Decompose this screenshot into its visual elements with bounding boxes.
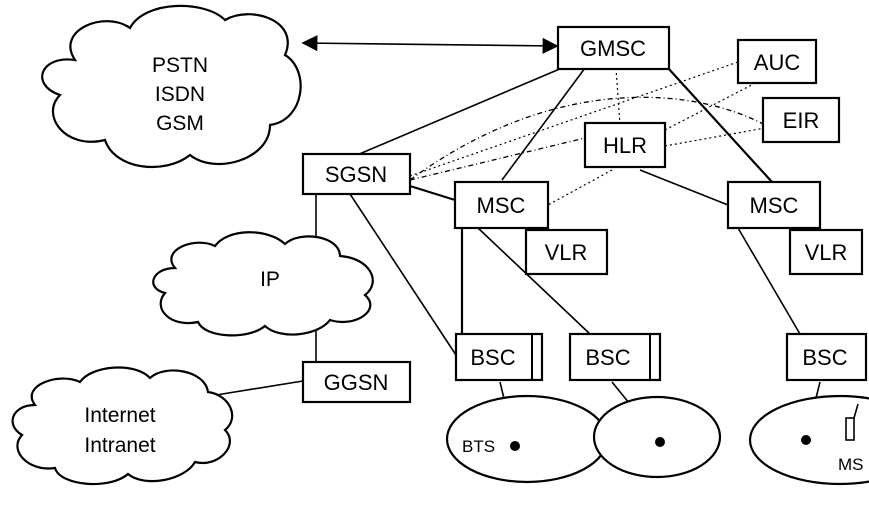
- msc1-label: MSC: [477, 193, 526, 218]
- bsc2-label: BSC: [585, 345, 630, 370]
- auc-node: AUC: [736, 38, 818, 85]
- hlr-eir-link: [664, 127, 766, 147]
- ip-cloud: IP: [152, 231, 374, 337]
- gmsc-msc1-link: [501, 67, 586, 181]
- bsc1-node: BSC: [454, 332, 544, 382]
- gmsc-label: GMSC: [580, 36, 646, 61]
- vlr2-node: VLR: [788, 228, 864, 276]
- ms-label: MS: [838, 455, 864, 474]
- gsm-label: GSM: [156, 112, 204, 135]
- ip-label: IP: [260, 268, 280, 291]
- pstn-cloud: PSTN ISDN GSM: [41, 4, 302, 169]
- eir-label: EIR: [783, 108, 820, 133]
- ggsn-internet-link: [209, 380, 304, 397]
- bts-label: BTS: [462, 437, 495, 456]
- bsc1-label: BSC: [470, 345, 515, 370]
- vlr1-node: VLR: [524, 228, 609, 276]
- eir-node: EIR: [761, 96, 841, 144]
- hlr-msc1-link: [547, 169, 613, 206]
- cell-bts: BTS: [445, 394, 609, 484]
- bsc3-label: BSC: [802, 345, 847, 370]
- sgsn-bsc1-link: [349, 193, 457, 356]
- msc2-bsc3-link: [737, 227, 801, 335]
- isdn-label: ISDN: [155, 83, 205, 106]
- internet-cloud: Internet Intranet: [11, 366, 234, 486]
- cell-2: [592, 395, 722, 479]
- sgsn-msc1-link: [409, 184, 456, 202]
- sgsn-hlr-link: [409, 137, 586, 181]
- msc1-bsc2-link: [477, 227, 591, 335]
- hlr-auc-link: [664, 77, 766, 131]
- auc-label: AUC: [754, 50, 801, 75]
- ggsn-label: GGSN: [324, 370, 389, 395]
- gmsc-node: GMSC: [556, 25, 671, 71]
- internet-label: Internet: [84, 404, 155, 427]
- bsc3-node: BSC: [785, 332, 868, 382]
- sgsn-node: SGSN: [301, 152, 412, 196]
- bsc2-node: BSC: [568, 332, 662, 382]
- pstn-gmsc-link: [301, 35, 559, 54]
- bts-dot-icon: [801, 435, 811, 445]
- bts-dot-icon: [655, 437, 665, 447]
- gmsc-msc2-link: [667, 67, 773, 183]
- hlr-msc2-link: [639, 169, 729, 206]
- antenna-icon: [853, 403, 859, 419]
- pstn-label: PSTN: [152, 54, 208, 77]
- intranet-label: Intranet: [84, 434, 155, 457]
- hlr-label: HLR: [603, 133, 647, 158]
- gmsc-hlr-link: [615, 67, 621, 126]
- bts-dot-icon: [510, 441, 520, 451]
- sgsn-auc-link: [409, 61, 739, 177]
- msc2-node: MSC: [726, 180, 822, 230]
- msc2-label: MSC: [750, 193, 799, 218]
- msc1-node: MSC: [453, 180, 550, 230]
- vlr1-label: VLR: [545, 240, 588, 265]
- sgsn-label: SGSN: [325, 162, 387, 187]
- vlr2-label: VLR: [805, 240, 848, 265]
- mobile-station-icon: [845, 417, 855, 441]
- cell-3: MS: [748, 394, 869, 486]
- sgsn-eir-link: [409, 96, 766, 181]
- hlr-node: HLR: [583, 121, 667, 169]
- gmsc-sgsn-link: [349, 67, 563, 159]
- ggsn-node: GGSN: [301, 360, 412, 404]
